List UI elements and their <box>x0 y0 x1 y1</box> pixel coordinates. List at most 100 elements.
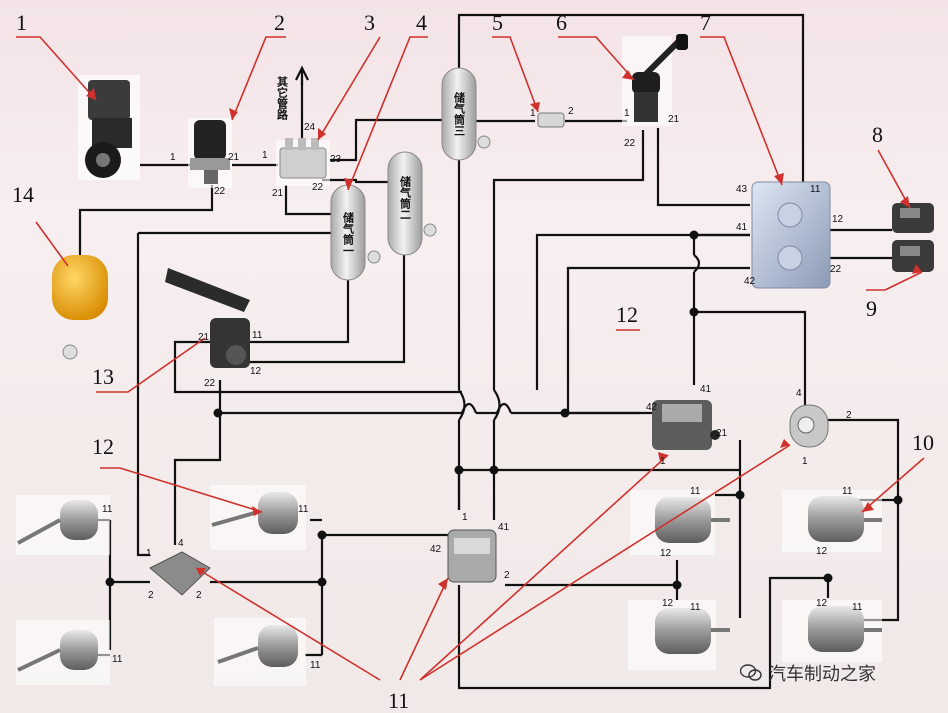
port: 2 <box>196 590 202 601</box>
pipe-junctions <box>105 230 903 590</box>
port: 12 <box>662 598 674 609</box>
wechat-icon <box>740 664 762 681</box>
watermark: 汽车制动之家 <box>740 660 876 686</box>
port: 11 <box>298 504 309 515</box>
hand-brake-valve-icon <box>622 34 688 126</box>
port-numbers: 1 21 22 1 24 23 22 21 1 2 1 21 22 43 11 … <box>102 106 863 671</box>
pipe-crossovers <box>458 254 701 421</box>
four-circuit-protection-valve-icon <box>276 138 330 186</box>
callout-14: 14 <box>12 182 34 207</box>
callout-arrowheads <box>86 70 922 590</box>
port: 22 <box>624 138 636 149</box>
port: 42 <box>646 402 658 413</box>
air-tank-2-icon <box>387 151 437 256</box>
yellow-air-tank-icon <box>52 255 108 360</box>
port: 11 <box>252 330 263 341</box>
port: 42 <box>744 276 756 287</box>
callout-9: 9 <box>866 296 877 321</box>
port: 12 <box>816 546 828 557</box>
port: 11 <box>810 184 821 195</box>
port: 22 <box>214 186 226 197</box>
port: 21 <box>668 114 680 125</box>
spring-brake-chamber-rear-2-icon <box>628 600 730 670</box>
port: 12 <box>816 598 828 609</box>
front-quick-release-valve-icon <box>149 551 211 596</box>
port: 22 <box>204 378 216 389</box>
relay-valve-icon <box>652 400 720 450</box>
port: 41 <box>498 522 510 533</box>
port: 1 <box>262 150 268 161</box>
coupling-head-9-icon <box>892 240 934 272</box>
tank-2-label: 储气筒二 <box>399 175 413 220</box>
callout-6: 6 <box>556 10 567 35</box>
callout-1: 1 <box>16 10 27 35</box>
foot-brake-valve-icon <box>165 268 250 368</box>
callout-numbers: 1 2 3 4 5 6 7 8 9 10 11 12 12 13 14 <box>12 10 934 713</box>
air-dryer-icon <box>188 118 232 188</box>
port: 1 <box>170 152 176 163</box>
port: 11 <box>852 602 863 613</box>
coupling-head-8-icon <box>892 203 934 233</box>
callout-7: 7 <box>700 10 711 35</box>
quick-release-valve-icon <box>789 404 829 448</box>
tank-1-label: 储气筒一 <box>342 211 356 256</box>
callout-4: 4 <box>416 10 427 35</box>
pipe-network <box>78 13 900 690</box>
port: 1 <box>462 512 468 523</box>
callout-11: 11 <box>388 688 409 713</box>
check-valve-icon <box>537 112 565 128</box>
port: 24 <box>304 122 316 133</box>
up-arrow-icon <box>295 65 309 85</box>
port: 1 <box>530 108 536 119</box>
air-tank-1-icon <box>330 184 381 281</box>
port: 4 <box>178 538 184 549</box>
port: 21 <box>198 332 210 343</box>
port: 11 <box>690 486 701 497</box>
watermark-text: 汽车制动之家 <box>768 664 876 685</box>
port: 4 <box>796 388 802 399</box>
port: 22 <box>830 264 842 275</box>
brake-chamber-front-left-bottom-icon <box>16 620 110 685</box>
port: 22 <box>312 182 324 193</box>
port: 11 <box>310 660 321 671</box>
trailer-control-valve-icon <box>751 181 831 289</box>
callout-12-right: 12 <box>616 302 638 327</box>
port: 1 <box>624 108 630 119</box>
spring-brake-chamber-rear-3-icon <box>782 490 882 552</box>
spring-brake-chamber-rear-4-icon <box>782 600 882 662</box>
port: 1 <box>146 548 152 559</box>
brake-chamber-front-right-top-icon <box>210 485 306 550</box>
middle-relay-valve-icon <box>447 529 497 583</box>
spring-brake-chamber-rear-1-icon <box>630 490 730 555</box>
port: 12 <box>660 548 672 559</box>
callout-10: 10 <box>912 430 934 455</box>
port: 42 <box>430 544 442 555</box>
port: 11 <box>690 602 701 613</box>
port: 2 <box>148 590 154 601</box>
port: 23 <box>330 154 342 165</box>
port: 2 <box>846 410 852 421</box>
callout-5: 5 <box>492 10 503 35</box>
callout-lines <box>16 36 925 681</box>
port: 21 <box>716 428 728 439</box>
port: 12 <box>250 366 262 377</box>
brake-chamber-front-right-bottom-icon <box>214 618 306 686</box>
port: 43 <box>736 184 748 195</box>
brake-chamber-front-left-top-icon <box>16 495 110 555</box>
callout-3: 3 <box>364 10 375 35</box>
callout-13: 13 <box>92 364 114 389</box>
port: 41 <box>700 384 712 395</box>
air-tank-3-icon <box>441 67 491 161</box>
callout-2: 2 <box>274 10 285 35</box>
port: 2 <box>568 106 574 117</box>
port: 2 <box>504 570 510 581</box>
port: 41 <box>736 222 748 233</box>
tank-3-label: 储气筒三 <box>453 91 467 136</box>
port: 11 <box>842 486 853 497</box>
chinese-labels: 其它管路 储气筒三 储气筒二 储气筒一 <box>276 75 467 256</box>
port: 11 <box>112 654 123 665</box>
port: 1 <box>802 456 808 467</box>
callout-8: 8 <box>872 122 883 147</box>
port: 21 <box>272 188 284 199</box>
